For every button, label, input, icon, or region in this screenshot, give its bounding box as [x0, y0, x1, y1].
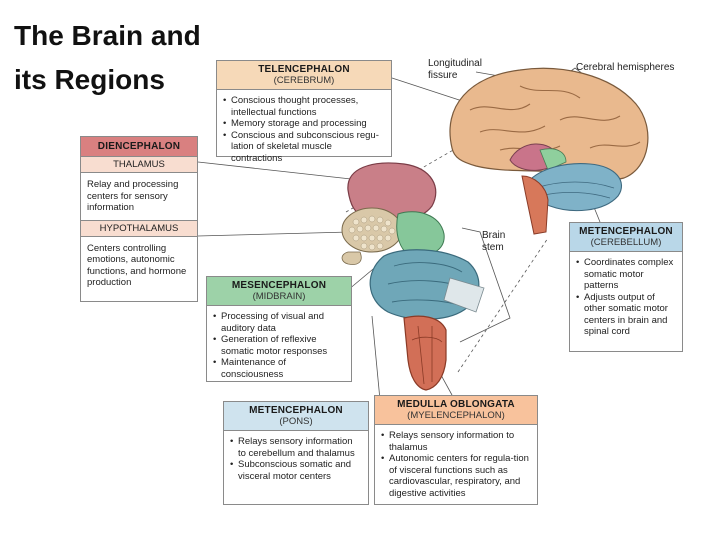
midbrain-shape [396, 211, 445, 257]
telencephalon-list: Conscious thought processes, intellectua… [217, 90, 391, 170]
list-item: Coordinates complex somatic motor patter… [576, 257, 676, 292]
slide-title: The Brain and its Regions [14, 14, 201, 102]
mesencephalon-list: Processing of visual and auditory data G… [207, 306, 351, 386]
brainstem-small [521, 175, 549, 235]
cerebrum-shape [449, 67, 649, 181]
pituitary-shape [341, 251, 362, 265]
dashed-connector-bottom [457, 237, 549, 373]
list-item: Relays sensory information to cerebellum… [230, 436, 362, 459]
cerebrum-gyri [469, 85, 641, 151]
medulla-shape [403, 315, 447, 391]
list-item: Adjusts output of other somatic motor ce… [576, 292, 676, 338]
list-item: Relays sensory information to thalamus [381, 430, 531, 453]
list-item: Autonomic centers for regula-tion of vis… [381, 453, 531, 499]
cerebellum-subtitle: (CEREBELLUM) [590, 237, 662, 248]
brain-stem-label: Brain stem [482, 230, 506, 253]
list-item: Conscious thought processes, intellectua… [223, 95, 385, 118]
hypothalamus-header: HYPOTHALAMUS [81, 219, 197, 237]
list-item: Processing of visual and auditory data [213, 311, 345, 334]
diencephalon-box: DIENCEPHALON THALAMUS Relay and processi… [80, 136, 198, 302]
telencephalon-title: TELENCEPHALON [258, 64, 350, 75]
thalamus-leader [197, 161, 361, 181]
telencephalon-box: TELENCEPHALON (CEREBRUM) Conscious thoug… [216, 60, 392, 164]
pons-subtitle: (PONS) [279, 416, 313, 427]
list-item: Conscious and subconscious regu-lation o… [223, 130, 385, 165]
medulla-subtitle: (MYELENCEPHALON) [407, 410, 505, 421]
telencephalon-header: TELENCEPHALON (CEREBRUM) [217, 61, 391, 90]
mesencephalon-box: MESENCEPHALON (MIDBRAIN) Processing of v… [206, 276, 352, 382]
slide-title-line-2: its Regions [14, 64, 165, 95]
midbrain-small [539, 148, 567, 171]
list-item: Maintenance of consciousness [213, 357, 345, 380]
nuclei-texture [348, 215, 396, 251]
list-item: Generation of reflexive somatic motor re… [213, 334, 345, 357]
cerebellum-box: METENCEPHALON (CEREBELLUM) Coordinates c… [569, 222, 683, 352]
hypothalamus-text: Centers controlling emotions, autonomic … [87, 242, 187, 289]
medulla-header: MEDULLA OBLONGATA (MYELENCEPHALON) [375, 396, 537, 425]
cerebellum-list: Coordinates complex somatic motor patter… [570, 252, 682, 344]
thalamus-header: THALAMUS [81, 157, 197, 173]
medulla-title: MEDULLA OBLONGATA [397, 399, 515, 410]
list-item: Memory storage and processing [223, 118, 385, 130]
whole-brain-drawing [449, 67, 649, 235]
medulla-box: MEDULLA OBLONGATA (MYELENCEPHALON) Relay… [374, 395, 538, 505]
pons-box: METENCEPHALON (PONS) Relays sensory info… [223, 401, 369, 505]
mesencephalon-header: MESENCEPHALON (MIDBRAIN) [207, 277, 351, 306]
pons-list: Relays sensory information to cerebellum… [224, 431, 368, 488]
thalamus-text: Relay and processing centers for sensory… [87, 179, 179, 213]
pons-leader [371, 315, 381, 401]
brainstem-bracket [459, 227, 511, 343]
medulla-detail [411, 325, 443, 385]
telencephalon-subtitle: (CEREBRUM) [273, 75, 335, 86]
cerebral-hemispheres-label: Cerebral hemispheres [576, 62, 675, 73]
cerebellum-header: METENCEPHALON (CEREBELLUM) [570, 223, 682, 252]
cerebellar-peduncle-cut [443, 277, 485, 313]
brainstem-exploded-drawing [341, 162, 485, 391]
slide-title-line-1: The Brain and [14, 20, 201, 51]
hypothalamus-leader [197, 231, 351, 237]
mesencephalon-title: MESENCEPHALON [231, 280, 327, 291]
diencephalon-title: DIENCEPHALON [97, 141, 181, 152]
diencephalon-header: DIENCEPHALON [81, 137, 197, 157]
longitudinal-fissure-label: Longitudinal fissure [428, 58, 482, 81]
list-item: Subconscious somatic and visceral motor … [230, 459, 362, 482]
cerebellum-title: METENCEPHALON [579, 226, 673, 237]
mesencephalon-subtitle: (MIDBRAIN) [252, 291, 306, 302]
pons-title: METENCEPHALON [249, 405, 343, 416]
pons-header: METENCEPHALON (PONS) [224, 402, 368, 431]
medulla-list: Relays sensory information to thalamus A… [375, 425, 537, 505]
